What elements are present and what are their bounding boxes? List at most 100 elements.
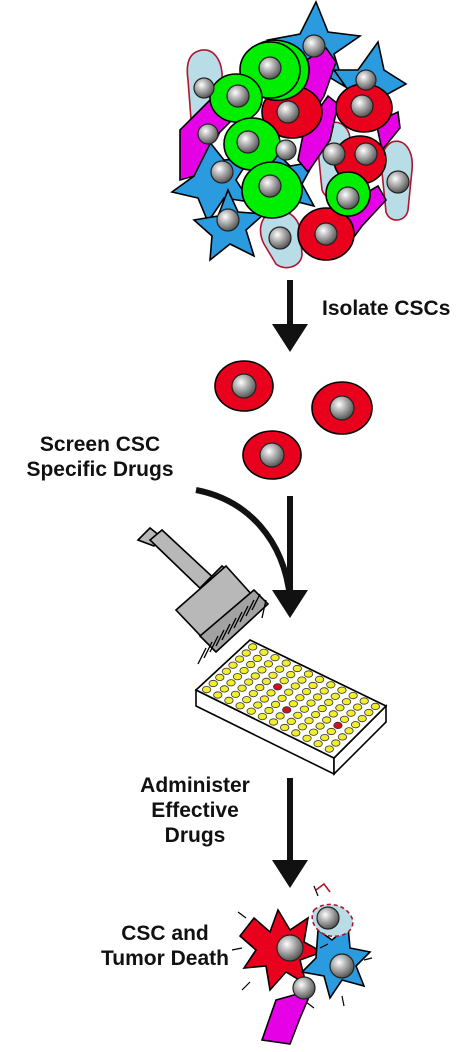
well (337, 733, 347, 741)
well (297, 676, 307, 684)
well (279, 677, 289, 685)
well (346, 709, 356, 717)
well (317, 704, 327, 713)
dying-magenta-cell (260, 988, 314, 1045)
well (252, 654, 262, 663)
dying-nuclei (276, 906, 355, 1000)
well (302, 734, 312, 742)
well (364, 708, 374, 717)
well (228, 661, 238, 669)
magenta-cell (297, 94, 339, 174)
well (348, 691, 358, 700)
well (295, 694, 305, 702)
well (230, 690, 241, 698)
pipette-tips (197, 593, 267, 665)
well (274, 665, 285, 673)
well (306, 699, 316, 707)
well (308, 728, 319, 736)
well (224, 696, 234, 705)
well (264, 706, 274, 715)
well (219, 685, 229, 693)
well (350, 721, 361, 729)
well (268, 671, 278, 679)
step-administer-label: Administer Effective Drugs (140, 774, 250, 847)
well (293, 711, 303, 719)
well (344, 727, 354, 735)
well (339, 715, 350, 723)
well (246, 660, 256, 669)
well (288, 700, 298, 708)
step-screen-label: Screen CSC Specific Drugs (26, 433, 174, 481)
well (268, 718, 279, 726)
well (326, 727, 336, 736)
well (319, 687, 329, 695)
well (326, 681, 336, 689)
dying-cells-icon (231, 882, 373, 1045)
well (257, 666, 267, 674)
well (215, 673, 225, 682)
well (221, 667, 231, 675)
well (208, 679, 218, 688)
well (257, 712, 267, 721)
well (352, 703, 363, 711)
well (277, 694, 287, 702)
well (270, 654, 280, 662)
well (253, 701, 263, 709)
well (237, 684, 247, 692)
well (255, 683, 265, 692)
nuclei (193, 34, 410, 250)
well (241, 649, 251, 657)
well (290, 682, 300, 690)
well (312, 693, 323, 701)
well (331, 739, 341, 747)
well (226, 679, 236, 687)
step-isolate-label: Isolate CSCs (322, 297, 451, 320)
well (270, 700, 281, 709)
well (330, 692, 340, 700)
hit-well (272, 683, 283, 691)
well (357, 714, 367, 723)
well (284, 688, 294, 696)
multichannel-pipette-icon (136, 526, 270, 665)
well (263, 660, 273, 668)
well (313, 740, 323, 748)
well (259, 695, 269, 703)
step-death-label: CSC and Tumor Death (101, 922, 229, 970)
well (359, 697, 369, 705)
well (337, 686, 347, 694)
well (320, 733, 330, 742)
well (370, 702, 380, 711)
well (324, 745, 334, 753)
well (308, 681, 318, 690)
well (232, 673, 243, 681)
well (310, 710, 321, 719)
well (286, 717, 296, 726)
well (246, 707, 256, 715)
isolated-csc-icon (214, 360, 373, 480)
well (281, 659, 291, 667)
well (299, 705, 309, 713)
well (261, 677, 271, 686)
hit-well (282, 706, 292, 714)
well (324, 698, 334, 707)
well (304, 717, 314, 725)
well (242, 696, 252, 704)
well (328, 710, 338, 718)
well (303, 670, 314, 678)
well (266, 689, 276, 697)
well (239, 666, 249, 675)
well (280, 723, 290, 732)
well (235, 655, 245, 663)
well (244, 678, 254, 686)
well (248, 643, 258, 651)
tumor-cluster-icon (170, 0, 414, 269)
well (291, 729, 301, 737)
well (297, 723, 307, 731)
curved-arrow (195, 487, 293, 599)
well-plate-icon (194, 639, 388, 776)
arrow-administer-head (272, 860, 308, 888)
well (275, 712, 285, 720)
well (301, 687, 312, 696)
